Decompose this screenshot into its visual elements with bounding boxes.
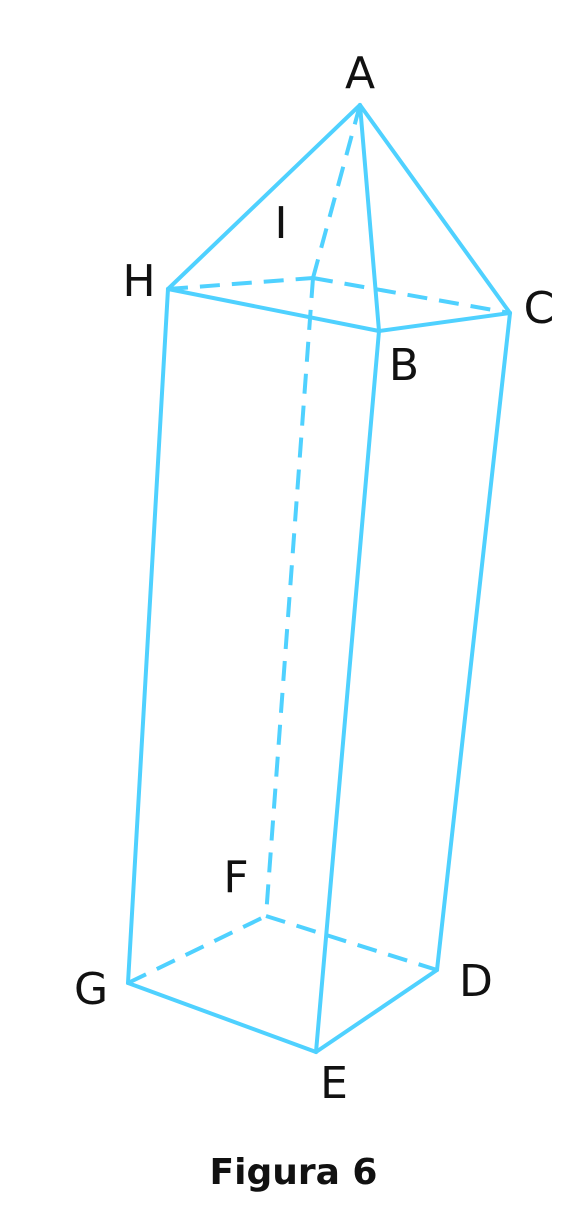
edge-IC xyxy=(312,276,511,315)
edge-AI xyxy=(311,104,362,279)
vertex-label-I: I xyxy=(275,198,288,249)
vertex-label-E: E xyxy=(320,1058,348,1109)
edge-AH xyxy=(166,103,362,291)
edge-IF xyxy=(264,277,315,917)
edge-AC xyxy=(358,103,512,315)
edge-BC xyxy=(377,311,512,333)
edge-GF xyxy=(127,914,267,985)
vertex-label-A: A xyxy=(345,48,375,99)
edge-ED xyxy=(314,968,439,1054)
edge-HB xyxy=(166,287,381,333)
edge-AB xyxy=(358,103,381,333)
vertex-label-B: B xyxy=(389,340,419,391)
vertex-label-F: F xyxy=(223,852,248,903)
vertex-label-D: D xyxy=(459,956,493,1007)
edge-HG xyxy=(126,287,170,985)
vertex-label-C: C xyxy=(524,283,555,334)
figure-caption: Figura 6 xyxy=(209,1152,378,1193)
edge-CD xyxy=(435,311,512,972)
edge-FD xyxy=(265,914,438,972)
edge-GE xyxy=(126,981,318,1054)
edge-HI xyxy=(167,276,314,291)
vertex-label-G: G xyxy=(74,964,108,1015)
vertex-label-H: H xyxy=(122,256,155,307)
edge-BE xyxy=(314,329,381,1054)
